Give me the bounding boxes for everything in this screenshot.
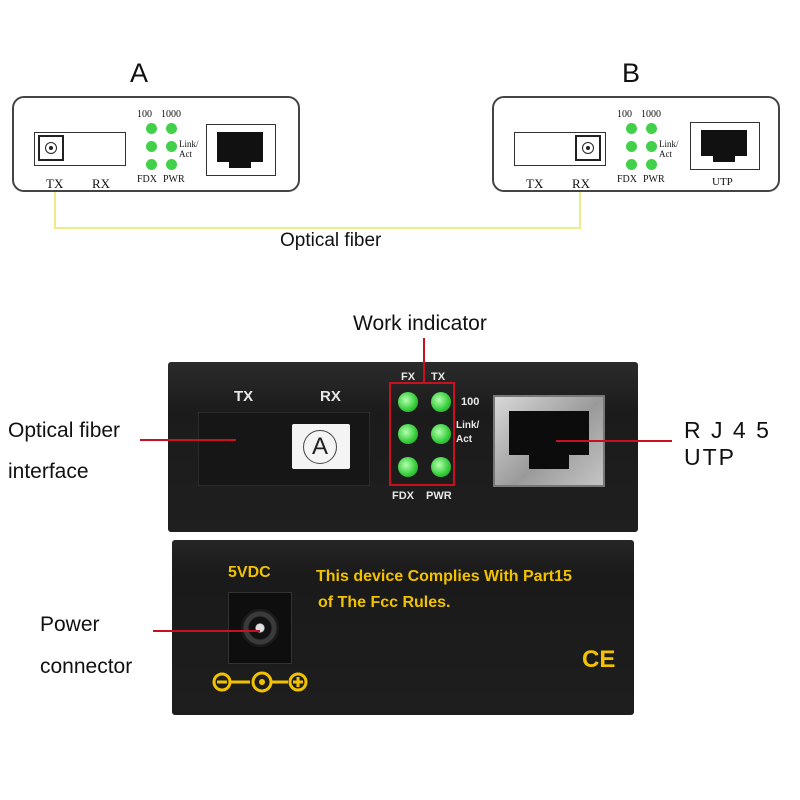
voltage-label: 5VDC — [228, 564, 271, 581]
ce-mark: CE — [582, 646, 616, 673]
led-tx-link — [431, 424, 451, 444]
unit-b-led-100-label: 100 — [617, 109, 632, 120]
led-link-label-1: Link/ — [456, 420, 480, 431]
work-indicator-label: Work indicator — [353, 312, 487, 335]
sc-connector-icon — [575, 135, 601, 161]
unit-a-title: A — [130, 58, 149, 88]
unit-b-pwr-label: PWR — [643, 174, 665, 185]
led-tx-label: TX — [431, 371, 446, 383]
unit-b-rx-label: RX — [572, 176, 591, 191]
compliance-line-1: This device Complies With Part15 — [316, 568, 572, 585]
fiber-interface-label-1: Optical fiber — [8, 419, 121, 442]
unit-a-led-100-label: 100 — [137, 109, 152, 120]
led-pwr-label: PWR — [426, 490, 452, 502]
unit-b-tx-label: TX — [526, 176, 544, 191]
rj45-label-2: UTP — [684, 444, 736, 470]
unit-a-led-1000 — [166, 123, 177, 134]
work-indicator-box — [389, 382, 455, 486]
led-fx-label: FX — [401, 371, 416, 383]
rj45-jack-icon — [701, 130, 747, 156]
unit-a-pwr-label: PWR — [163, 174, 185, 185]
unit-a-link-label-2: Act — [179, 149, 192, 159]
unit-a-led-fdx — [146, 159, 157, 170]
led-fx-link — [398, 424, 418, 444]
unit-b: TX RX 100 1000 Link/ Act FDX PWR UTP — [492, 96, 780, 192]
device-tx-label: TX — [234, 388, 254, 405]
device-rx-label: RX — [320, 388, 341, 405]
unit-a-rx-label: RX — [92, 176, 111, 191]
unit-b-led-1000-label: 1000 — [641, 109, 661, 120]
unit-a-tx-label: TX — [46, 176, 64, 191]
unit-b-utp-label: UTP — [712, 176, 733, 188]
media-converter-rear: 5VDC This device Complies With Part15 of… — [172, 540, 634, 715]
unit-b-title: B — [622, 58, 641, 88]
unit-b-led-link-100 — [626, 141, 637, 152]
unit-a-led-pwr — [166, 159, 177, 170]
unit-a-link-label-1: Link/ — [179, 139, 199, 149]
power-connector-label-1: Power — [40, 613, 100, 636]
rj45-label-1: R J 4 5 — [684, 417, 771, 443]
unit-a-led-1000-label: 1000 — [161, 109, 181, 120]
unit-b-led-100 — [626, 123, 637, 134]
rj45-jack-icon — [509, 411, 589, 455]
unit-b-rj45-port — [690, 122, 760, 170]
rj45-jack-icon — [217, 132, 263, 162]
unit-a-led-link-100 — [146, 141, 157, 152]
led-fdx-label: FDX — [392, 490, 414, 502]
compliance-line-2: of The Fcc Rules. — [318, 594, 451, 611]
led-tx-100 — [431, 392, 451, 412]
dc-jack-icon — [241, 609, 279, 647]
led-fx-100 — [398, 392, 418, 412]
device-rj45-port — [493, 395, 605, 487]
port-tag-letter: A — [303, 430, 337, 464]
unit-b-led-fdx — [626, 159, 637, 170]
led-link-label-2: Act — [456, 434, 473, 445]
led-pwr — [431, 457, 451, 477]
unit-a-rj45-port — [206, 124, 276, 176]
sc-connector-icon — [38, 135, 64, 161]
optical-fiber-label: Optical fiber — [280, 230, 382, 251]
fiber-interface-label-2: interface — [8, 460, 89, 483]
led-fdx — [398, 457, 418, 477]
unit-a-fdx-label: FDX — [137, 174, 158, 185]
device-port-tag: A — [292, 424, 350, 469]
unit-b-fiber-port — [514, 132, 606, 166]
unit-b-led-pwr — [646, 159, 657, 170]
led-100-label: 100 — [461, 396, 480, 408]
unit-b-link-label-1: Link/ — [659, 139, 679, 149]
power-connector-label-2: connector — [40, 655, 133, 678]
power-jack — [228, 592, 292, 664]
unit-b-led-link-1000 — [646, 141, 657, 152]
unit-a-fiber-port — [34, 132, 126, 166]
unit-b-link-label-2: Act — [659, 149, 672, 159]
unit-a: TX RX 100 1000 Link/ Act FDX PWR — [12, 96, 300, 192]
unit-b-led-1000 — [646, 123, 657, 134]
media-converter-front: TX RX A FX TX 100 Link/ Act FDX PWR — [168, 362, 638, 532]
optical-fiber-line — [54, 192, 581, 229]
unit-b-fdx-label: FDX — [617, 174, 638, 185]
polarity-symbol-icon — [212, 671, 308, 693]
unit-a-led-link-1000 — [166, 141, 177, 152]
unit-a-led-100 — [146, 123, 157, 134]
